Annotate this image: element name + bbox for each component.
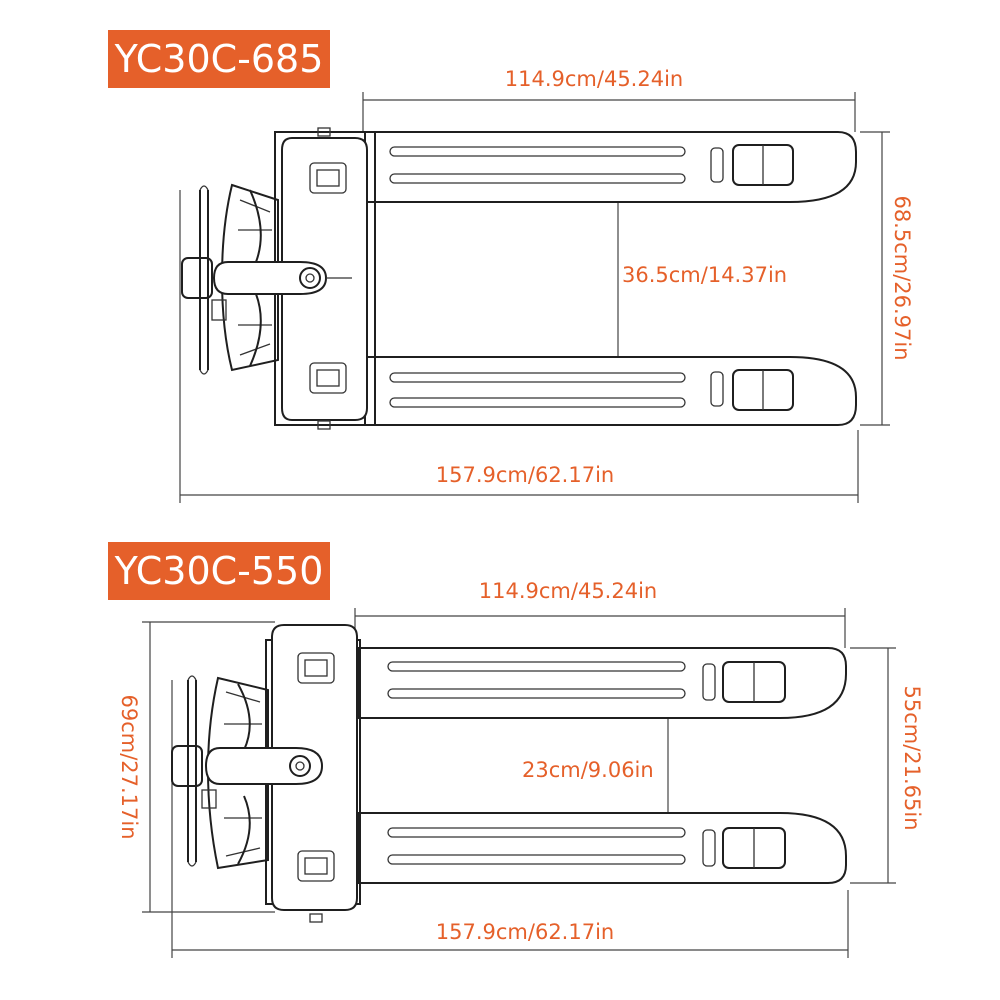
model-name: YC30C-685	[114, 37, 324, 81]
overall-length-dimension-line	[179, 190, 859, 503]
inner-width-dimension-line	[660, 717, 676, 814]
outer-width-label: 55cm/21.65in	[900, 685, 924, 830]
fork-length-label: 114.9cm/45.24in	[505, 67, 683, 91]
overall-width-label: 69cm/27.17in	[117, 694, 141, 839]
overall-length-label: 157.9cm/62.17in	[436, 920, 614, 944]
outer-width-dimension-line	[850, 647, 896, 884]
fork-length-dimension-line	[362, 92, 856, 132]
inner-width-label: 36.5cm/14.37in	[622, 263, 787, 287]
outer-width-dimension-line	[860, 131, 890, 426]
overall-width-dimension-line	[142, 621, 275, 913]
overall-length-dimension-line	[171, 680, 849, 958]
fork-top	[357, 647, 847, 719]
fork-top	[364, 131, 857, 203]
outer-width-label: 68.5cm/26.97in	[890, 195, 914, 360]
pump-and-handle	[181, 183, 352, 375]
model-badge	[108, 30, 330, 88]
inner-width-label: 23cm/9.06in	[522, 758, 654, 782]
fork-bottom	[364, 356, 857, 426]
model-badge	[108, 542, 330, 600]
model-685-drawing: YC30C-685 114.9cm/45.24in 68.5cm/26.97in…	[108, 30, 914, 503]
fork-length-label: 114.9cm/45.24in	[479, 579, 657, 603]
fork-length-dimension-line	[354, 608, 846, 648]
model-550-drawing: YC30C-550 114.9cm/45.24in 69cm/27.17in 5…	[108, 542, 924, 958]
pump-and-handle	[171, 675, 324, 870]
fork-bottom	[357, 812, 847, 884]
overall-length-label: 157.9cm/62.17in	[436, 463, 614, 487]
model-name: YC30C-550	[114, 549, 324, 593]
